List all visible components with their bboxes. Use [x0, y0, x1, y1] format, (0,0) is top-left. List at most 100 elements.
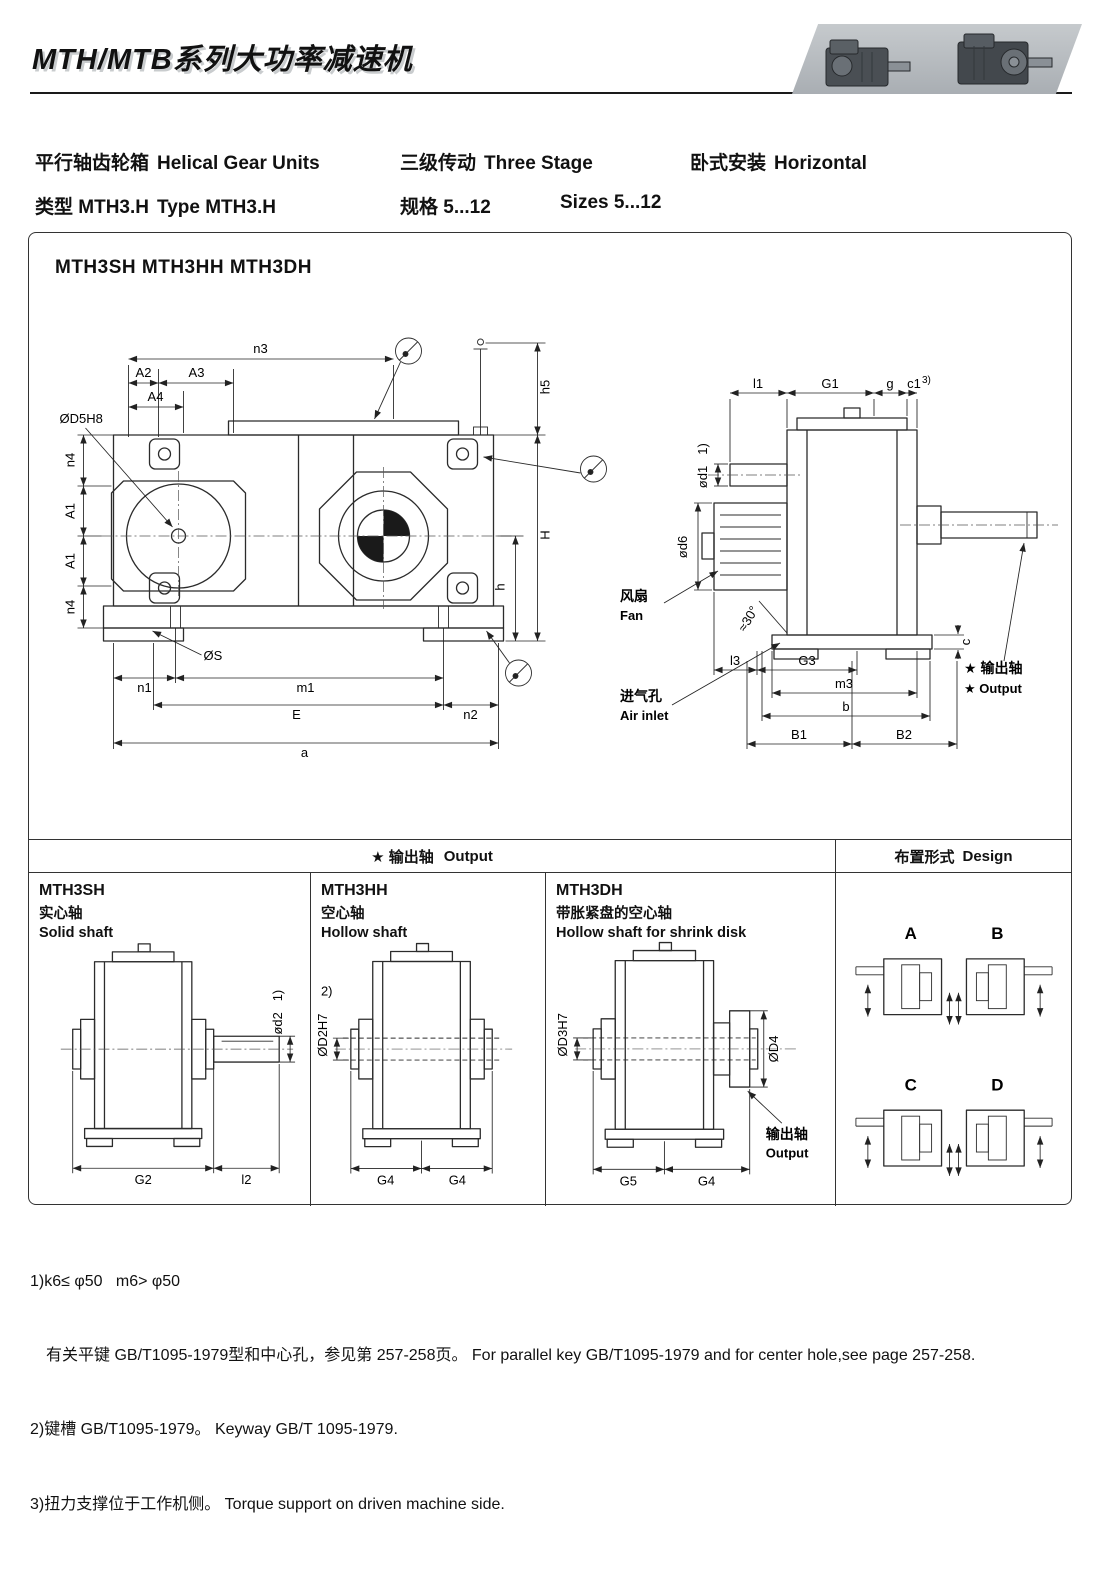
front-housing-outline	[102, 420, 505, 642]
dim-a: a	[301, 745, 309, 760]
dim-n4-bottom: n4	[63, 600, 78, 614]
dim-d3h7: ØD3H7	[555, 1013, 570, 1056]
variant-name-cn: 实心轴	[39, 906, 83, 922]
gearbox-photo-2	[957, 33, 1053, 85]
dim-l3: l3	[730, 653, 740, 668]
dim-c1: c1	[907, 376, 921, 391]
dim-a2: A2	[136, 365, 152, 380]
dim-n3: n3	[253, 341, 267, 356]
dim-b1: B1	[791, 727, 807, 742]
fan-label-cn: 风扇	[620, 588, 648, 604]
dim-d1: ød1	[695, 466, 710, 488]
dim-e: E	[292, 707, 301, 722]
design-arrangements-drawing: A B C D	[855, 924, 1053, 1176]
dim-h5: h5	[538, 380, 553, 394]
section-header-row: ★ 输出轴 Output 布置形式 Design	[29, 839, 1071, 873]
design-header-en: Design	[962, 847, 1013, 865]
intro-type-en: Type MTH3.H	[157, 197, 276, 218]
front-view-drawing: n3 A2 A3 A4 ØD5H8 n4 A1 A1 n4 ØS n1 m1 E…	[60, 337, 607, 760]
footnotes: 1)k6≤ φ50 m6> φ50 有关平键 GB/T1095-1979型和中心…	[30, 1220, 1076, 1567]
dim-d5h8: ØD5H8	[60, 411, 103, 426]
variant-row: MTH3SH 实心轴 Solid shaft	[29, 873, 1071, 1206]
intro-mounting-cn: 卧式安装	[690, 153, 767, 174]
footnote-2: 2)键槽 GB/T1095-1979。 Keyway GB/T 1095-197…	[30, 1421, 398, 1439]
bore-lines	[342, 1037, 501, 1061]
intro-stages-cn: 三级传动	[400, 153, 477, 174]
variant-mth3sh: MTH3SH 实心轴 Solid shaft	[29, 873, 311, 1206]
front-center-lines	[101, 467, 516, 609]
output-header-cn: ★ 输出轴	[371, 848, 434, 866]
design-glyph-d	[955, 1109, 1053, 1176]
output-shaft-label-cn: ★ 输出轴	[964, 660, 1022, 676]
dim-g2: G2	[135, 1172, 152, 1187]
dim-g5: G5	[620, 1173, 637, 1188]
foot-bolt-holes	[170, 606, 449, 628]
note-2: 2)	[321, 983, 333, 998]
intro-gear-type-cn: 平行轴齿轮箱	[35, 153, 150, 174]
variant-mth3dh: MTH3DH 带胀紧盘的空心轴 Hollow shaft for shrink …	[546, 873, 836, 1206]
air-inlet-label-en: Air inlet	[620, 708, 669, 723]
dim-l1: l1	[753, 376, 763, 391]
dim-d6: ød6	[675, 536, 690, 558]
output-shaft-label-en: ★ Output	[964, 681, 1023, 696]
intro-gear-type: 平行轴齿轮箱 Helical Gear Units	[35, 148, 320, 175]
design-header-cn: 布置形式	[894, 848, 955, 866]
dim-a3: A3	[189, 365, 205, 380]
intro-sizes-cn: 规格 5...12	[400, 197, 491, 218]
dim-d4: ØD4	[766, 1036, 781, 1063]
dim-d2: ød2	[270, 1012, 285, 1034]
dim-b2: B2	[896, 727, 912, 742]
intro-type-cn: 类型 MTH3.H	[35, 197, 150, 218]
variant-code: MTH3DH	[556, 882, 623, 899]
dim-g3: G3	[798, 653, 815, 668]
footnote-1: 1)k6≤ φ50 m6> φ50	[30, 1272, 181, 1290]
intro-mounting-en: Horizontal	[774, 153, 867, 174]
dim-n1: n1	[137, 680, 151, 695]
design-letter-c: C	[905, 1075, 917, 1094]
output-shaft-label-en: Output	[766, 1145, 809, 1160]
note-1: 1)	[695, 443, 710, 455]
dim-l2: l2	[241, 1172, 251, 1187]
variant-code: MTH3SH	[39, 882, 105, 899]
variant-name-en: Solid shaft	[39, 925, 114, 941]
dim-a4: A4	[148, 389, 164, 404]
dim-d2h7: ØD2H7	[315, 1014, 330, 1057]
drain-callout-icon	[486, 630, 532, 687]
design-glyph-b	[955, 958, 1053, 1025]
dim-n4-top: n4	[63, 453, 78, 467]
dim-g4a: G4	[377, 1172, 394, 1187]
fan-slots	[720, 512, 1028, 634]
front-dimension-lines	[77, 342, 546, 749]
dim-a1-bottom: A1	[63, 553, 78, 569]
design-letter-b: B	[991, 924, 1003, 943]
plug-callout-icon	[483, 455, 607, 483]
dim-c: c	[958, 638, 973, 645]
header-rule	[30, 92, 1072, 94]
dim-a1-top: A1	[63, 503, 78, 519]
fan-label-en: Fan	[620, 608, 643, 623]
dim-g4b: G4	[449, 1172, 466, 1187]
side-view-drawing: l1 G1 g c1 3) 1) ød1 ød6 风扇 Fan ≈30° 进气孔…	[620, 375, 1058, 749]
variant-mth3hh: MTH3HH 空心轴 Hollow shaft	[311, 873, 546, 1206]
note-3: 3)	[922, 375, 931, 386]
bore-lines	[583, 1037, 756, 1061]
dim-g4: G4	[698, 1173, 715, 1188]
dim-s: ØS	[204, 648, 223, 663]
drawing-title: MTH3SH MTH3HH MTH3DH	[55, 257, 312, 278]
design-glyph-c	[855, 1109, 953, 1176]
design-panel: A B C D	[836, 873, 1071, 1206]
breather-rod	[473, 338, 488, 436]
dim-n2: n2	[463, 707, 477, 722]
eyebolt-callout-icon	[374, 337, 422, 420]
angle-label: ≈30°	[735, 603, 761, 634]
footnote-3: 3)扭力支撑位于工作机侧。 Torque support on driven m…	[30, 1495, 505, 1513]
design-glyph-a	[855, 958, 953, 1025]
variant-name-cn: 带胀紧盘的空心轴	[556, 906, 672, 922]
dim-g: g	[886, 376, 893, 391]
dim-b: b	[842, 699, 849, 714]
note-1: 1)	[270, 990, 285, 1001]
output-shaft-label-cn: 输出轴	[766, 1126, 808, 1142]
variant-name-en: Hollow shaft	[321, 925, 408, 941]
footnote-1b: 有关平键 GB/T1095-1979型和中心孔，参见第 257-258页。 Fo…	[30, 1346, 976, 1364]
intro-gear-type-en: Helical Gear Units	[157, 153, 320, 174]
